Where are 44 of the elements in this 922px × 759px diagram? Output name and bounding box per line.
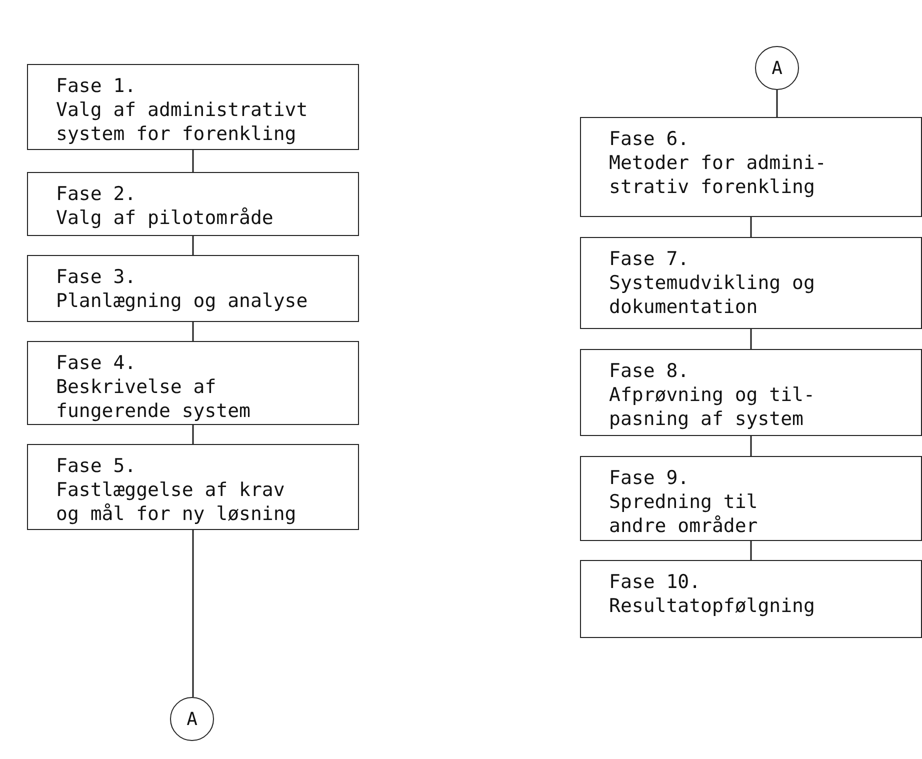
phase-box — [580, 237, 922, 329]
phase-description: Metoder for admini- strativ forenkling — [609, 151, 828, 199]
connector-circle — [755, 46, 799, 90]
connector-line — [750, 541, 752, 560]
phase-box — [580, 456, 922, 541]
connector-line — [192, 530, 194, 697]
connector-circle — [170, 697, 214, 741]
phase-number: Fase 2. — [56, 182, 138, 206]
phase-number: Fase 4. — [56, 351, 138, 375]
connector-line — [192, 150, 194, 172]
phase-box — [27, 172, 359, 236]
phase-description: Planlægning og analyse — [56, 289, 309, 313]
connector-label: A — [772, 58, 782, 78]
phase-box — [580, 117, 922, 217]
phase-description: Afprøvning og til- pasning af system — [609, 383, 816, 431]
connector-line — [750, 217, 752, 237]
phase-box — [27, 64, 359, 150]
connector-line — [192, 236, 194, 255]
phase-box — [27, 255, 359, 322]
phase-description: Spredning til andre områder — [609, 490, 759, 538]
phase-description: Beskrivelse af fungerende system — [56, 375, 252, 423]
phase-box — [580, 349, 922, 436]
phase-number: Fase 1. — [56, 74, 138, 98]
phase-description: Fastlæggelse af krav og mål for ny løsning — [56, 478, 298, 526]
connector-line — [750, 436, 752, 456]
phase-description: Valg af pilotområde — [56, 206, 274, 230]
connector-line — [750, 329, 752, 349]
phase-box — [27, 341, 359, 425]
phase-number: Fase 9. — [609, 466, 690, 490]
phase-box — [27, 444, 359, 530]
phase-number: Fase 5. — [56, 454, 138, 478]
phase-number: Fase 6. — [609, 127, 690, 151]
phase-description: Resultatopfølgning — [609, 594, 816, 618]
phase-number: Fase 10. — [609, 570, 702, 594]
phase-description: Valg af administrativt system for forenkling — [56, 98, 309, 146]
phase-box — [580, 560, 922, 638]
phase-number: Fase 8. — [609, 359, 690, 383]
connector-line — [776, 90, 778, 117]
phase-number: Fase 7. — [609, 247, 690, 271]
connector-label: A — [186, 708, 198, 730]
connector-line — [192, 425, 194, 444]
phase-number: Fase 3. — [56, 265, 138, 289]
connector-line — [192, 322, 194, 341]
phase-description: Systemudvikling og dokumentation — [609, 271, 816, 319]
